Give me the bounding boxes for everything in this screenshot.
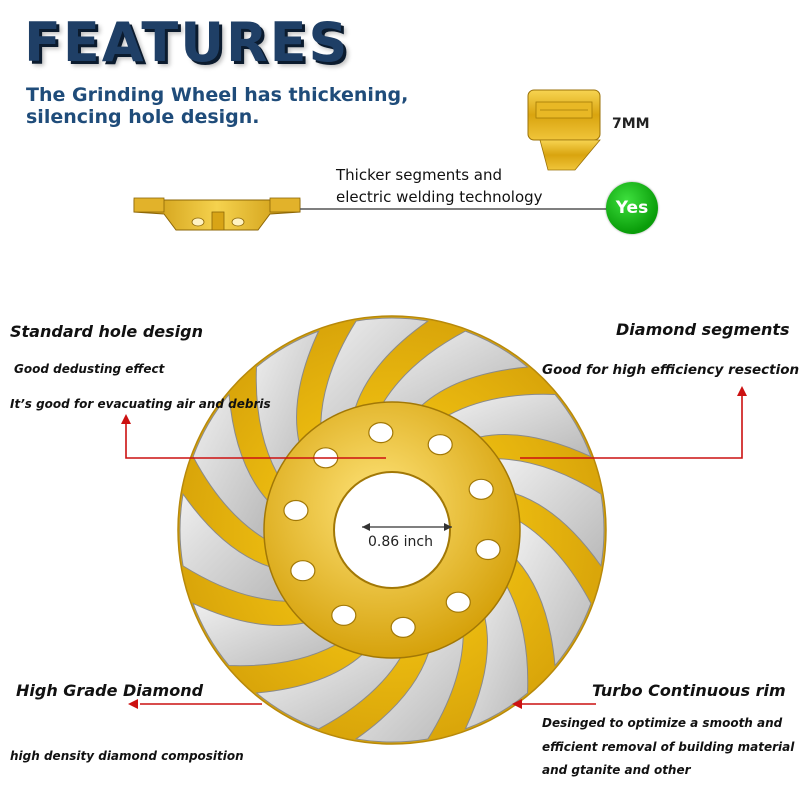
- diamond-segment: [382, 330, 529, 406]
- diamond-segment: [497, 458, 605, 568]
- standard-hole-title: Standard hole design: [10, 322, 203, 341]
- diamond-segment: [464, 585, 529, 730]
- dedusting-hole: [368, 422, 394, 444]
- high-grade-line-1: high density diamond composition: [10, 749, 244, 763]
- diamond-segment: [192, 602, 337, 667]
- dedusting-hole: [290, 560, 316, 582]
- subtitle-line-1: The Grinding Wheel has thickening,: [26, 84, 409, 106]
- standard-hole-line-1: Good dedusting effect: [14, 362, 165, 376]
- wheel-side-profile: [133, 197, 301, 231]
- diamond-segment: [255, 330, 320, 475]
- segment-closeup: [527, 89, 601, 171]
- diamond-segment: [320, 317, 430, 425]
- yes-badge: Yes: [606, 182, 658, 234]
- diameter-arrow: [362, 523, 452, 531]
- diamond-segments-line-1: Good for high efficiency resection: [542, 362, 800, 378]
- leader-diamond-segments: [520, 392, 743, 459]
- dedusting-hole: [468, 478, 494, 500]
- segments-caption-line-1: Thicker segments and: [336, 166, 502, 184]
- turbo-rim-line-3: and gtanite and other: [542, 763, 691, 777]
- turbo-rim-line-1: Desinged to optimize a smooth and: [542, 716, 783, 730]
- dedusting-hole: [445, 591, 471, 613]
- subtitle-line-2: silencing hole design.: [26, 106, 260, 128]
- diamond-segment: [255, 654, 402, 730]
- diamond-segment: [179, 492, 287, 602]
- dedusting-hole: [331, 604, 357, 626]
- page-title: FEATURES: [24, 11, 350, 74]
- diamond-segment: [192, 393, 268, 540]
- standard-hole-line-2: It’s good for evacuating air and debris: [10, 397, 271, 411]
- diamond-segment: [516, 520, 592, 667]
- wheel-face: [177, 315, 607, 745]
- leader-standard-hole: [125, 420, 386, 459]
- dedusting-hole: [283, 499, 309, 522]
- dedusting-hole: [390, 616, 416, 638]
- turbo-rim-title: Turbo Continuous rim: [592, 681, 786, 700]
- segments-caption: Thicker segments and electric welding te…: [336, 164, 543, 208]
- grinding-wheel-graphic: [121, 315, 747, 745]
- thickness-size-label: 7MM: [612, 116, 650, 132]
- high-grade-title: High Grade Diamond: [16, 681, 204, 700]
- segments-caption-line-2: electric welding technology: [336, 188, 543, 206]
- arbor-hole: [333, 471, 451, 589]
- page-subtitle: The Grinding Wheel has thickening, silen…: [26, 84, 408, 128]
- arbor-diameter-label: 0.86 inch: [368, 534, 433, 550]
- diamond-segment: [354, 635, 464, 743]
- dedusting-hole: [427, 434, 453, 456]
- diamond-segments-title: Diamond segments: [616, 320, 790, 339]
- wheel-profile-graphic: [133, 89, 608, 231]
- leader-lines: [121, 386, 747, 709]
- dedusting-hole: [475, 538, 501, 561]
- turbo-rim-line-2: efficient removal of building material: [542, 740, 795, 754]
- diamond-segment: [447, 393, 592, 458]
